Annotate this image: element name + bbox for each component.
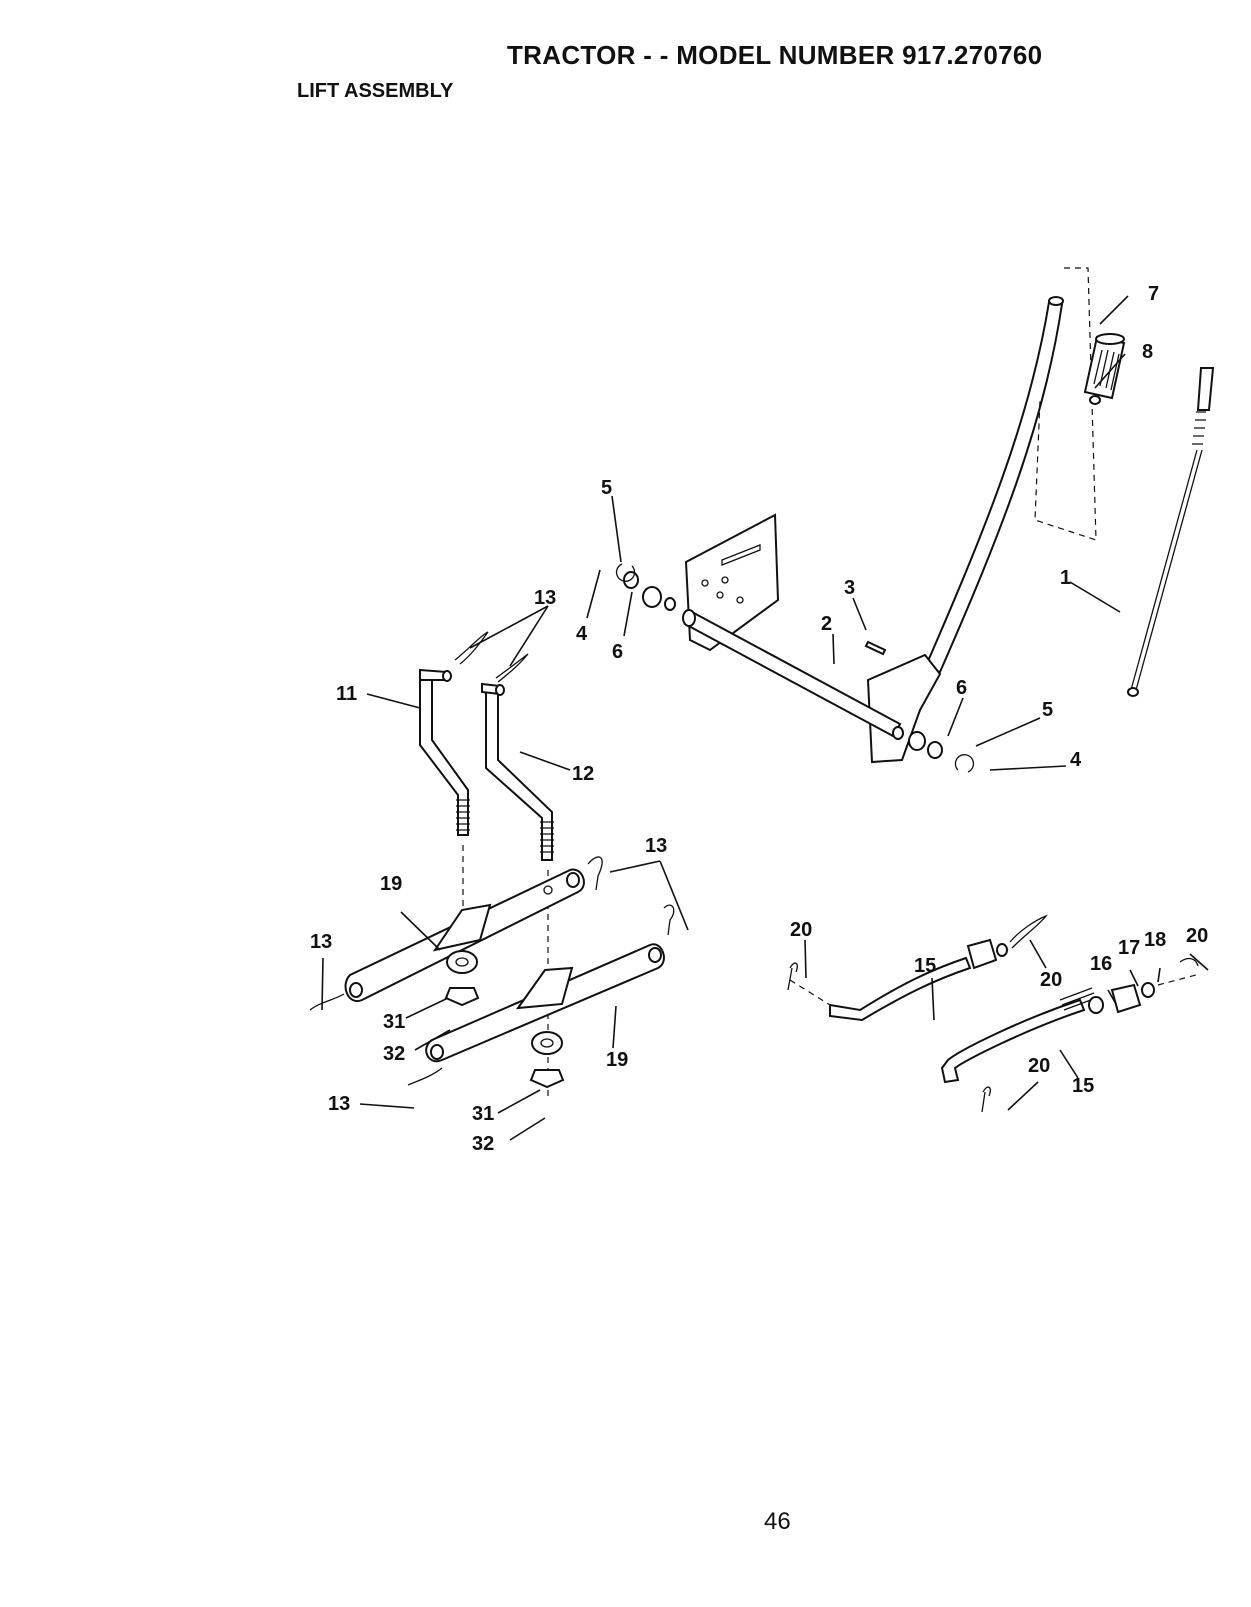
cross-shaft [683, 610, 900, 736]
callout-6: 6 [956, 677, 967, 699]
callout-20: 20 [1028, 1055, 1050, 1077]
washer [1142, 983, 1154, 997]
nut [446, 988, 478, 1005]
spacer [447, 951, 477, 973]
spacer [893, 727, 903, 739]
page-number: 46 [764, 1508, 791, 1536]
callout-15: 15 [914, 955, 936, 977]
callout-5: 5 [601, 477, 612, 499]
callout-labels: 7 8 1 5 4 6 13 4 6 3 2 6 5 4 11 12 13 19… [310, 283, 1208, 1155]
bushing [643, 587, 661, 607]
callout-18: 18 [1144, 929, 1166, 951]
callout-16: 16 [1090, 953, 1112, 975]
trunnion [1112, 985, 1140, 1012]
hairpin-clip [496, 654, 528, 682]
pin [866, 642, 885, 654]
spacer [665, 598, 675, 610]
cotter-pin [982, 1087, 990, 1112]
trunnion [968, 940, 996, 968]
hairpin-clip [310, 994, 344, 1010]
cotter-pin [1010, 916, 1046, 948]
callout-13: 13 [645, 835, 667, 857]
callout-31: 31 [472, 1103, 494, 1125]
callout-15: 15 [1072, 1075, 1094, 1097]
washer [928, 742, 942, 758]
callout-11: 11 [336, 683, 357, 705]
callout-13: 13 [328, 1093, 350, 1115]
callout-32: 32 [383, 1043, 405, 1065]
spacer [532, 1032, 562, 1054]
grip-outline-dashed [1035, 268, 1096, 540]
callout-5: 5 [1042, 699, 1053, 721]
hairpin-clip [408, 1068, 442, 1085]
deck-rod-lower [942, 988, 1096, 1082]
lift-rod [1128, 368, 1213, 696]
callout-3: 3 [844, 577, 855, 599]
nut [531, 1070, 563, 1087]
lift-link-right [482, 684, 554, 860]
cotter-pin [788, 963, 797, 990]
handle-grip [1085, 334, 1124, 398]
callout-13: 13 [534, 587, 556, 609]
callout-12: 12 [572, 763, 594, 785]
nut [997, 944, 1007, 956]
callout-20: 20 [1186, 925, 1208, 947]
hairpin-clip [664, 905, 674, 935]
callout-2: 2 [821, 613, 832, 635]
alignment-line [1158, 975, 1196, 985]
lift-link-left [420, 670, 470, 835]
hairpin-clip [588, 857, 602, 890]
bushing [909, 732, 925, 750]
callout-31: 31 [383, 1011, 405, 1033]
retaining-ring [955, 755, 973, 772]
callout-19: 19 [380, 873, 402, 895]
alignment-line [790, 980, 830, 1005]
callout-32: 32 [472, 1133, 494, 1155]
callout-17: 17 [1118, 937, 1140, 959]
handle-button [1090, 396, 1100, 404]
callout-4: 4 [1070, 749, 1082, 771]
callout-20: 20 [1040, 969, 1062, 991]
nut [1089, 997, 1103, 1013]
callout-8: 8 [1142, 341, 1153, 363]
deck-rod-upper [830, 958, 970, 1020]
callout-7: 7 [1148, 283, 1159, 305]
callout-13: 13 [310, 931, 332, 953]
callout-19: 19 [606, 1049, 628, 1071]
callout-20: 20 [790, 919, 812, 941]
callout-1: 1 [1060, 567, 1071, 589]
